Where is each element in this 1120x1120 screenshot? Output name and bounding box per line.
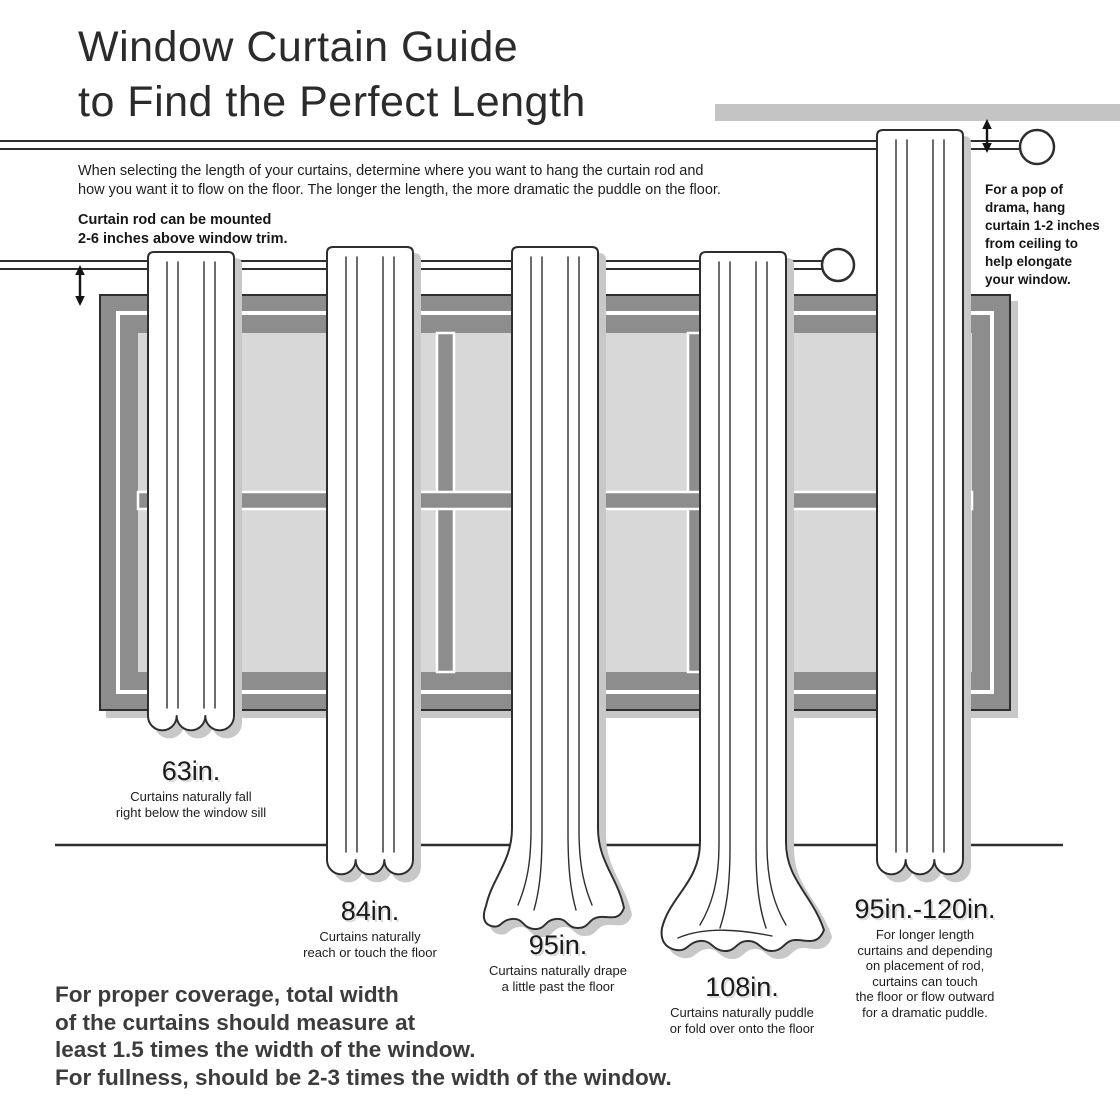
curtain-fold-lines	[895, 139, 945, 853]
caption-line: reach or touch the floor	[303, 944, 437, 960]
page-title: Window Curtain Guide to Find the Perfect…	[78, 20, 586, 130]
coverage-note: For proper coverage, total width of the …	[55, 981, 672, 1091]
length-caption: For longer length curtains and depending…	[835, 927, 1015, 1020]
length-caption: Curtains naturally reach or touch the fl…	[275, 929, 465, 960]
intro-line: how you want it to flow on the floor. Th…	[78, 182, 721, 198]
caption-line: Curtains naturally	[319, 929, 421, 944]
coverage-line: For proper coverage, total width	[55, 982, 399, 1007]
title-line-1: Window Curtain Guide	[78, 23, 519, 71]
coverage-line: least 1.5 times the width of the window.	[55, 1037, 476, 1062]
length-block-108in: 108in. Curtains naturally puddle or fold…	[647, 972, 837, 1036]
length-block-95in: 95in. Curtains naturally drape a little …	[463, 930, 653, 994]
arrow-down-head	[982, 143, 992, 153]
arrow-up-head	[982, 119, 992, 129]
curtain-108in	[660, 251, 825, 953]
curtain-fold-lines	[345, 256, 395, 853]
coverage-line: For fullness, should be 2-3 times the wi…	[55, 1064, 672, 1090]
length-label: 95in.-120in.	[854, 894, 996, 924]
curtain-body	[147, 251, 235, 732]
curtain-rod-upper	[0, 128, 1056, 166]
ceiling-tip-line: drama, hang	[985, 200, 1066, 215]
curtain-body	[326, 246, 414, 876]
caption-line: Curtains naturally drape	[488, 963, 628, 978]
caption-line: the floor or flow outward	[855, 989, 995, 1004]
intro-line: When selecting the length of your curtai…	[78, 163, 704, 179]
length-block-84in: 84in. Curtains naturally reach or touch …	[275, 896, 465, 960]
caption-line: curtains and depending	[857, 942, 993, 958]
curtain-body	[660, 251, 825, 953]
length-caption: Curtains naturally puddle or fold over o…	[647, 1005, 837, 1036]
length-label: 95in.	[528, 930, 588, 960]
curtain-fold-lines	[517, 256, 593, 911]
curtain-body	[482, 246, 625, 931]
length-label: 63in.	[161, 756, 221, 786]
length-caption: Curtains naturally drape a little past t…	[463, 963, 653, 994]
length-label: 84in.	[340, 896, 400, 926]
rod-finial-icon	[1018, 128, 1056, 166]
curtain-84in	[326, 246, 414, 876]
length-block-95-120in: 95in.-120in. For longer length curtains …	[835, 894, 1015, 1020]
caption-line: Curtains naturally fall	[130, 789, 252, 804]
rod-note-line: Curtain rod can be mounted	[78, 212, 272, 228]
arrow-down-head	[75, 296, 85, 306]
caption-line: Curtains naturally puddle	[670, 1005, 814, 1020]
caption-line: a little past the floor	[501, 978, 615, 994]
caption-line: on placement of rod,	[865, 958, 985, 973]
ceiling-bar	[715, 104, 1120, 121]
caption-line: curtains can touch	[872, 973, 978, 989]
ceiling-tip-line: For a pop of	[985, 182, 1063, 197]
coverage-line: of the curtains should measure at	[55, 1009, 416, 1035]
ceiling-tip-line: from ceiling to	[985, 236, 1079, 251]
length-caption: Curtains naturally fall right below the …	[96, 789, 286, 820]
rod-height-arrow-icon	[75, 265, 85, 306]
ceiling-tip-text: For a pop of drama, hang curtain 1-2 inc…	[985, 181, 1120, 289]
ceiling-tip-line: your window.	[985, 272, 1071, 287]
caption-line: right below the window sill	[115, 804, 267, 820]
ceiling-gap-arrow-icon	[982, 119, 992, 153]
arrow-up-head	[75, 265, 85, 275]
ceiling-tip-line: help elongate	[985, 254, 1073, 269]
caption-line: For longer length	[875, 927, 975, 942]
length-label: 108in.	[705, 972, 779, 1002]
caption-line: for a dramatic puddle.	[862, 1004, 988, 1020]
curtain-95in	[482, 246, 625, 931]
rod-note-line: 2-6 inches above window trim.	[78, 231, 288, 247]
rod-mounting-note: Curtain rod can be mounted 2-6 inches ab…	[78, 211, 288, 249]
title-line-2: to Find the Perfect Length	[78, 78, 586, 126]
length-block-63in: 63in. Curtains naturally fall right belo…	[96, 756, 286, 820]
rod-finial-icon	[820, 247, 856, 283]
ceiling-tip-line: curtain 1-2 inches	[985, 218, 1100, 233]
curtain-63in	[147, 251, 235, 732]
intro-text: When selecting the length of your curtai…	[78, 162, 721, 200]
curtain-fold-lines	[677, 261, 787, 939]
caption-line: or fold over onto the floor	[669, 1020, 815, 1036]
curtain-body	[876, 129, 964, 876]
curtain-95-120in	[876, 129, 964, 876]
curtain-fold-lines	[166, 261, 216, 709]
